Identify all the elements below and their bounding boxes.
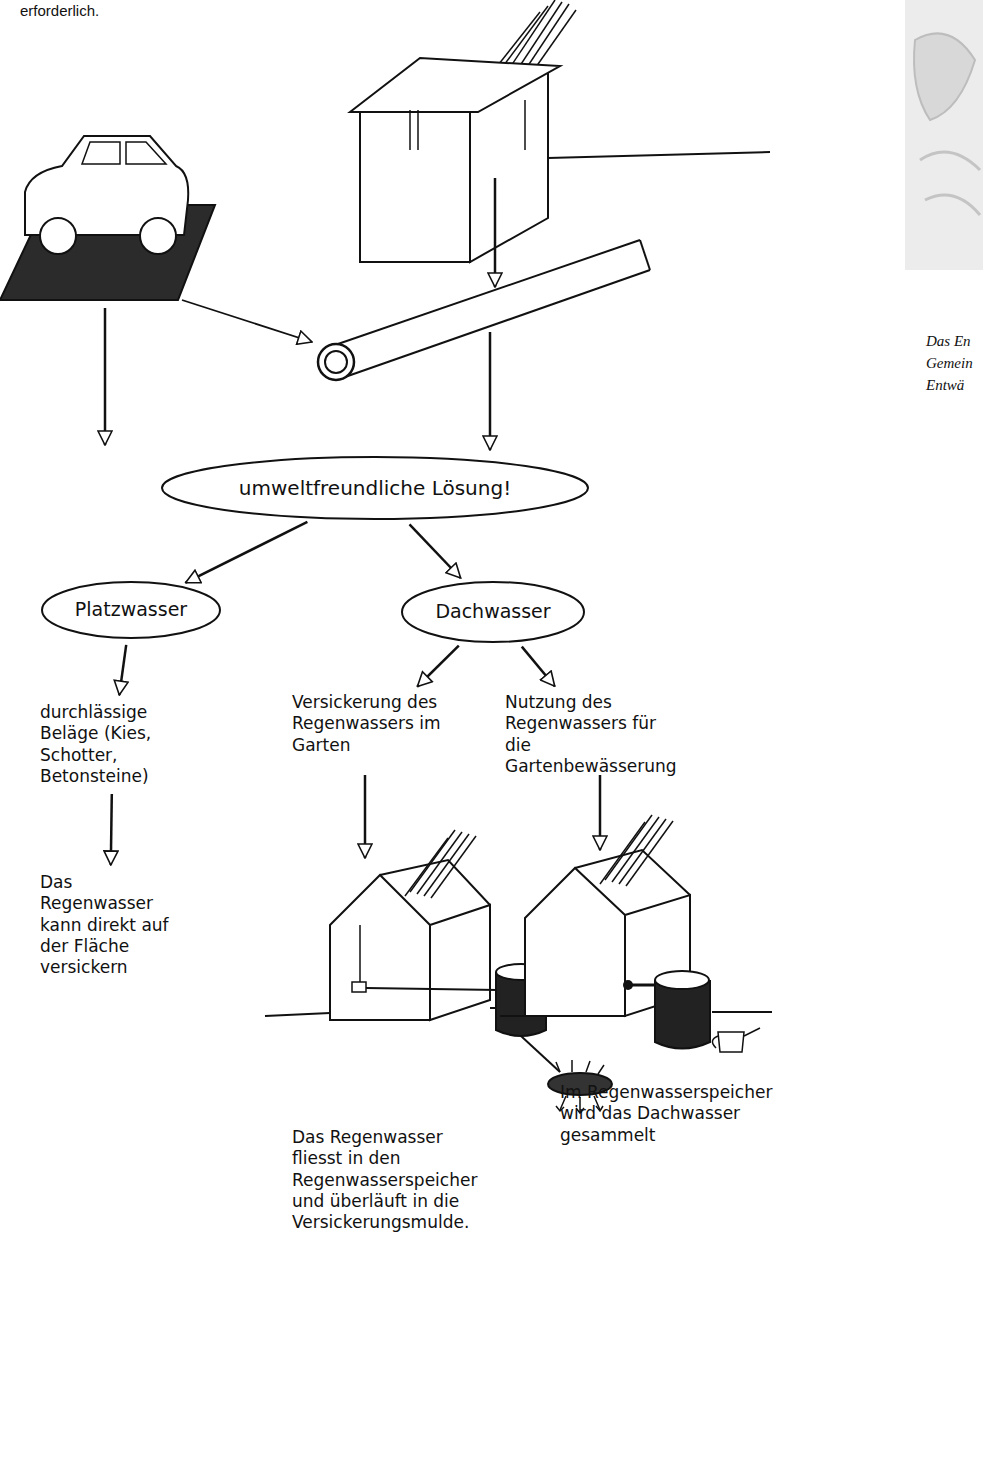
pipe [640, 240, 650, 270]
rain-line [424, 834, 469, 896]
ground-line [712, 1011, 772, 1013]
pipe [366, 988, 498, 990]
grass [556, 1060, 604, 1074]
flow-arrow [186, 522, 308, 583]
text-node: Versickerung des Regenwassers im Garten [292, 690, 467, 758]
photo-sketch [920, 152, 980, 215]
text-node: durchlässige Beläge (Kies, Schotter, Bet… [40, 700, 185, 789]
ellipse-node: umweltfreundliche Lösung! [160, 455, 590, 521]
flow-arrow [494, 178, 497, 287]
node-text: Platzwasser [75, 598, 187, 622]
flow-arrow [417, 646, 458, 687]
car-wheel [40, 218, 76, 254]
flow-arrow [104, 308, 107, 445]
ellipse-node: Platzwasser [40, 580, 222, 640]
ground-line [500, 1015, 525, 1017]
node-text: durchlässige Beläge (Kies, Schotter, Bet… [40, 702, 185, 787]
flow-arrow [410, 524, 461, 578]
watering-can [712, 1028, 760, 1048]
node-text: Das Regenwasser kann direkt auf der Fläc… [40, 872, 180, 978]
flow-arrow [489, 332, 492, 450]
node-text: Versickerung des Regenwassers im Garten [292, 692, 467, 756]
house-roof [575, 850, 690, 895]
car-wheel [140, 218, 176, 254]
caption-fragment: Gemein [926, 355, 973, 372]
rainwater-tank [655, 971, 709, 989]
node-text: Das Regenwasser fliesst in den Regenwass… [292, 1127, 497, 1233]
node-text: Im Regenwasserspeicher wird das Dachwass… [560, 1082, 775, 1146]
rain [405, 830, 476, 898]
node-text: Dachwasser [435, 600, 550, 624]
rain-line [405, 838, 448, 896]
flow-arrow [364, 775, 367, 858]
ground-line [265, 1013, 330, 1016]
ellipse-outline [162, 457, 588, 519]
ellipse-node: Dachwasser [400, 580, 586, 644]
house-roof [350, 58, 560, 112]
caption-fragment: Das En [926, 333, 971, 350]
house-detail [409, 110, 411, 150]
ellipse-outline [42, 582, 220, 638]
node-text: umweltfreundliche Lösung! [239, 476, 511, 501]
house-front [525, 868, 625, 1016]
house-front [330, 875, 430, 1020]
pipe [345, 270, 650, 377]
pipe [623, 980, 633, 990]
rain-line [600, 822, 645, 884]
pipe [335, 240, 640, 345]
node-text: Nutzung des Regenwassers für die Gartenb… [505, 692, 685, 777]
flow-arrow [599, 775, 602, 850]
ground-line [548, 152, 770, 158]
page-text: erforderlich. [20, 2, 99, 19]
downpipe [359, 925, 361, 985]
flow-arrow [182, 300, 312, 342]
photo-fragment [905, 0, 983, 270]
house-roof [380, 860, 490, 905]
overflow-pipe [521, 1036, 560, 1072]
flow-arrow [522, 647, 555, 687]
pipe-end [318, 344, 354, 380]
car-window [82, 142, 166, 164]
rain-line [417, 832, 462, 894]
watering-can [718, 1032, 744, 1052]
house-detail [524, 100, 526, 150]
photo-sketch [914, 33, 975, 120]
house-side [430, 905, 490, 1020]
rain-line [626, 821, 673, 886]
downpipe [352, 982, 366, 992]
text-node: Das Regenwasser kann direkt auf der Fläc… [40, 870, 180, 980]
pipe-end [325, 351, 347, 373]
caption-fragment: Entwä [926, 377, 964, 394]
text-node: Nutzung des Regenwassers für die Gartenb… [505, 690, 685, 779]
house-front [360, 110, 470, 262]
rainwater-tank [655, 980, 710, 1049]
flow-arrow [119, 645, 126, 695]
house-detail [417, 110, 419, 150]
ellipse-outline [402, 582, 584, 642]
text-node: Im Regenwasserspeicher wird das Dachwass… [560, 1080, 775, 1148]
flow-arrow [111, 794, 112, 865]
text-node: Das Regenwasser fliesst in den Regenwass… [292, 1125, 497, 1235]
